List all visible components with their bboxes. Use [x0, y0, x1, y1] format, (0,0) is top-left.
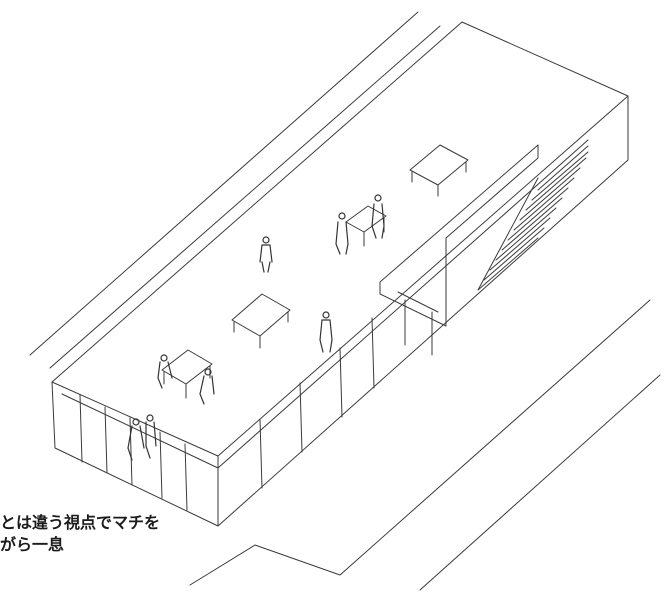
floor-line: [61, 393, 219, 469]
people-group-right: [335, 194, 385, 255]
table-back: [409, 144, 469, 197]
mullion: [259, 419, 263, 489]
ground-line-lower: [189, 299, 651, 586]
mullion: [79, 394, 83, 463]
people-group-front: [127, 414, 157, 461]
site-line-top-2: [49, 25, 441, 369]
caption-line-2: がら一息: [0, 535, 65, 554]
person-standing-back: [259, 236, 273, 273]
staircase: [477, 145, 589, 291]
roof-outline: [51, 21, 629, 457]
stair-core: [379, 144, 539, 327]
ground-line-right: [419, 374, 661, 591]
stair-core-edge: [397, 291, 439, 313]
mullion: [129, 417, 133, 486]
mullion: [339, 347, 343, 418]
caption: とは違う視点でマチを がら一息: [0, 512, 160, 556]
table-middle: [231, 293, 291, 349]
person-standing-center: [319, 311, 333, 353]
floor-line-long: [217, 139, 589, 469]
mullion: [371, 317, 375, 389]
site-lines: [29, 11, 661, 591]
caption-line-1: とは違う視点でマチを: [0, 513, 161, 532]
mullion: [104, 406, 108, 474]
people-seated-front: [157, 354, 215, 405]
mullion: [184, 443, 188, 511]
mullion: [299, 382, 303, 453]
table-people-group: [345, 205, 387, 247]
front-face: [51, 95, 629, 527]
building-volume: [51, 21, 629, 527]
site-line-top: [29, 11, 419, 356]
table-front: [161, 349, 213, 399]
mullion: [159, 431, 163, 499]
